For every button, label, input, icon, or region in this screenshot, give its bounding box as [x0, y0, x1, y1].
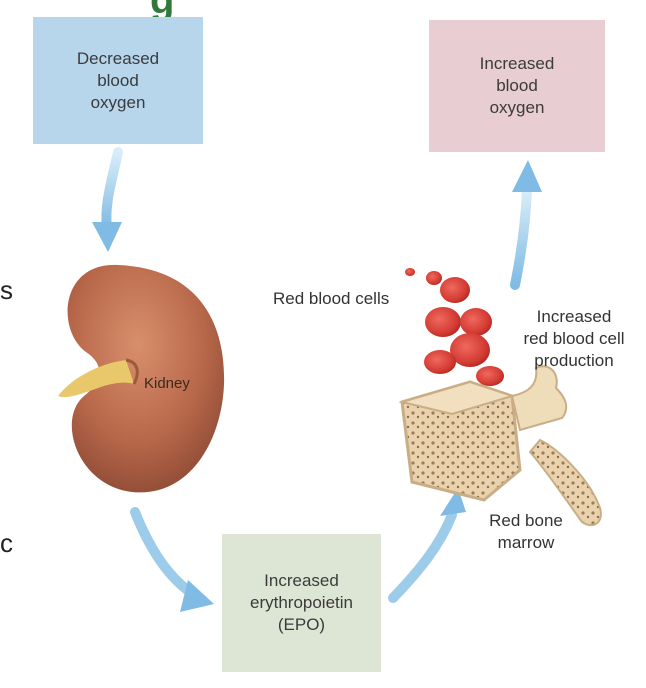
- arrow-to-kidney: [101, 147, 123, 233]
- kidney-label: Kidney: [144, 375, 190, 392]
- red-blood-cells: [405, 268, 504, 386]
- bone-marrow-illustration: [398, 365, 602, 527]
- title-fragment: g: [150, 0, 175, 22]
- arrow-to-epo-head: [180, 580, 214, 612]
- left-edge-text-fragment: s: [0, 275, 13, 305]
- rbc-production-label: Increased red blood cell production: [523, 307, 625, 370]
- arrow-to-marrow: [388, 510, 457, 603]
- red-bone-marrow-label: Red bone marrow: [489, 511, 563, 552]
- arrow-to-increased-oxygen: [510, 185, 532, 290]
- increased-blood-oxygen-box: Increased blood oxygen: [429, 20, 605, 152]
- increased-epo-box: Increased erythropoietin (EPO): [222, 534, 381, 672]
- arrow-to-kidney-head: [92, 222, 122, 252]
- arrow-to-epo: [130, 507, 201, 601]
- red-blood-cells-label: Red blood cells: [273, 289, 390, 308]
- arrow-to-increased-oxygen-head: [512, 160, 542, 192]
- decreased-blood-oxygen-box: Decreased blood oxygen: [33, 17, 203, 144]
- left-edge-text-fragment-lower: c: [0, 528, 13, 558]
- kidney-illustration: [58, 264, 225, 493]
